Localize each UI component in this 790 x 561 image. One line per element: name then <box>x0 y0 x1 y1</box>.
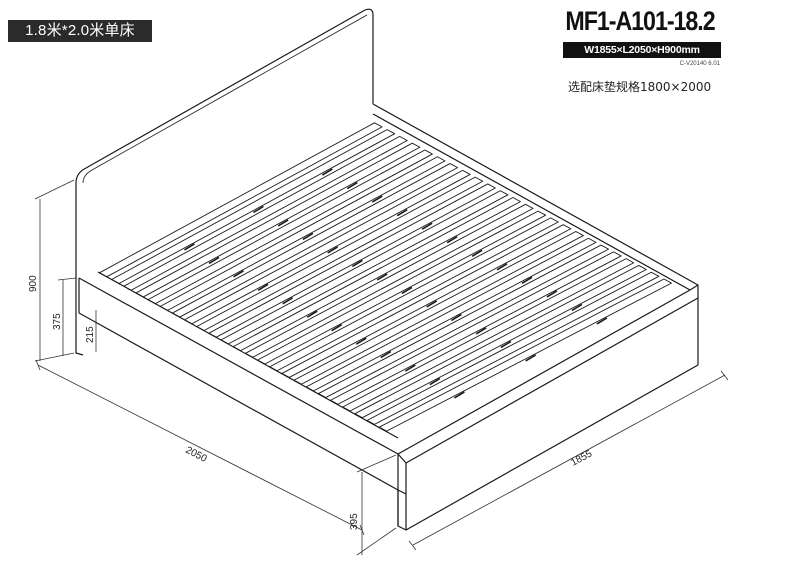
bed-slats <box>99 122 672 432</box>
slat-support <box>331 324 343 332</box>
label-width: 1855 <box>569 448 594 468</box>
slat <box>354 264 647 419</box>
footboard <box>397 289 699 531</box>
slat-support <box>453 391 465 399</box>
slat-support <box>500 340 512 349</box>
slat-support <box>471 249 483 257</box>
slat-support <box>302 232 314 241</box>
dim-width <box>408 370 729 551</box>
slat-support <box>355 337 367 345</box>
left-side-rail <box>78 271 399 491</box>
model-number: MF1-A101-18.2 <box>565 6 715 36</box>
slat <box>342 258 635 412</box>
slat <box>208 183 496 338</box>
slat <box>330 251 622 405</box>
slat-support <box>546 290 558 298</box>
slat-support <box>346 181 358 190</box>
dim-height-total <box>34 179 75 362</box>
size-tag: 1.8米*2.0米单床 <box>8 20 152 42</box>
slat <box>378 278 672 432</box>
slat-support <box>277 219 289 227</box>
slat-support <box>376 273 388 281</box>
slat <box>257 210 547 365</box>
dim-height-side-rail <box>57 277 77 356</box>
slat-support <box>446 236 458 244</box>
label-height-rail-inner: 215 <box>85 326 96 343</box>
slat-support <box>371 195 383 203</box>
slat <box>99 122 383 278</box>
headboard <box>75 8 374 356</box>
slat <box>147 149 433 305</box>
slat-support <box>208 256 220 265</box>
slat-support <box>184 243 195 251</box>
slat <box>269 217 559 372</box>
slat-support <box>475 327 487 335</box>
slat <box>159 156 446 311</box>
slat-support <box>496 263 508 271</box>
product-dimensions: W1855×L2050×H900mm <box>563 42 721 58</box>
document-code: C-V20140 6.01 <box>679 61 720 67</box>
slat <box>305 237 597 392</box>
label-length: 2050 <box>184 445 209 465</box>
slat-support <box>450 313 462 322</box>
slat <box>232 197 521 352</box>
slat-support <box>404 364 416 372</box>
label-height-side-rail: 375 <box>52 313 63 330</box>
slat-support <box>396 208 408 217</box>
slat-support <box>525 354 537 362</box>
slat <box>184 169 471 325</box>
slat-support <box>426 300 438 308</box>
slat-support <box>257 283 269 292</box>
slat-support <box>380 350 392 359</box>
slat-support <box>429 377 441 386</box>
slat-support <box>401 286 413 295</box>
right-side-rail <box>372 103 699 365</box>
slat <box>245 203 534 358</box>
mattress-spec: 选配床垫规格1800×2000 <box>568 80 712 94</box>
slat-support <box>233 270 244 278</box>
slat <box>196 176 484 331</box>
slat-support <box>351 259 363 268</box>
slat <box>318 244 610 399</box>
slat <box>281 224 572 378</box>
slat-support <box>327 246 339 254</box>
slat <box>220 190 509 345</box>
slat <box>172 163 459 318</box>
label-height-total: 900 <box>28 275 39 292</box>
slat <box>135 142 421 298</box>
slat-support <box>252 205 264 214</box>
slat <box>293 231 584 385</box>
slat-support <box>521 276 533 285</box>
slat <box>111 129 396 284</box>
dim-length <box>35 359 365 536</box>
slat-support <box>596 317 608 325</box>
slat <box>366 271 660 425</box>
slat-support <box>571 303 583 312</box>
slat-support <box>421 222 433 230</box>
slat <box>123 135 408 291</box>
slat-support <box>282 297 294 305</box>
dim-height-footboard <box>356 454 397 556</box>
label-height-footboard: 395 <box>349 513 360 530</box>
slat-support <box>321 168 333 176</box>
slat-support <box>306 310 318 318</box>
